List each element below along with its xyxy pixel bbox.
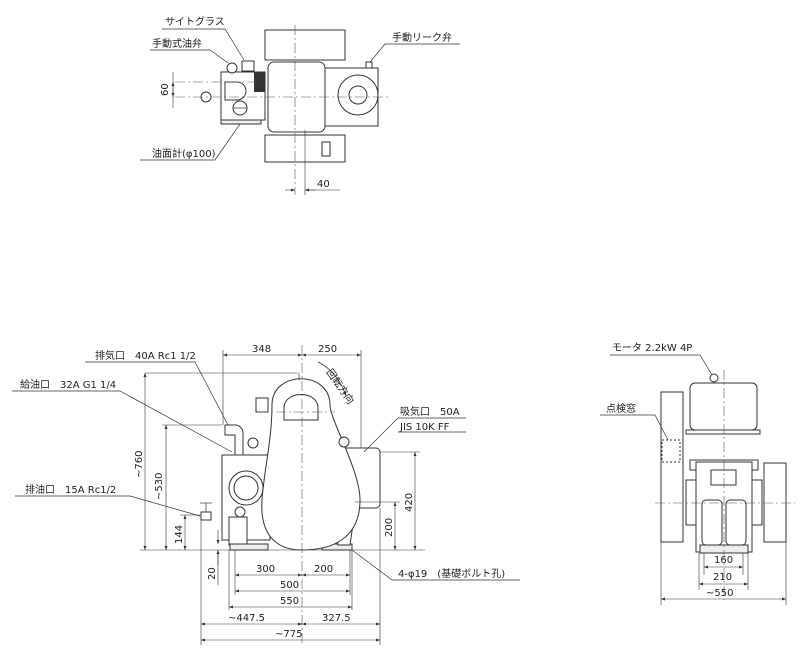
left-base-foot bbox=[229, 543, 269, 551]
label-intake-flange: JIS 10K FF bbox=[399, 422, 450, 433]
dim-200-horizontal: 200 bbox=[314, 564, 333, 575]
dim-300: 300 bbox=[256, 564, 275, 575]
dim-327-5: 327.5 bbox=[322, 613, 351, 624]
dim-530: ~530 bbox=[154, 473, 165, 500]
dim-20: 20 bbox=[207, 567, 218, 580]
dim-200-vertical: 200 bbox=[384, 518, 395, 537]
label-manual-leak-valve: 手動リーク弁 bbox=[392, 31, 452, 44]
dim-210: 210 bbox=[713, 572, 732, 583]
label-oil-fill-port: 給油口 32A G1 1/4 bbox=[20, 378, 116, 391]
motor-side bbox=[689, 382, 758, 431]
dim-160: 160 bbox=[714, 555, 733, 566]
manual-leak-valve-icon bbox=[365, 61, 373, 69]
top-wheel-upper bbox=[264, 29, 346, 61]
side-view: モータ 2.2kW 4P 点検窓 160 210 ~550 bbox=[600, 342, 795, 605]
label-sight-glass: サイトグラス bbox=[165, 15, 225, 28]
dim-60: 60 bbox=[160, 83, 171, 96]
dim-500: 500 bbox=[280, 580, 299, 591]
sight-glass-block bbox=[254, 72, 265, 92]
label-inspection-window: 点検窓 bbox=[606, 402, 636, 415]
label-intake-port: 吸気口 50A bbox=[400, 405, 460, 418]
label-oil-drain-port: 排油口 15A Rc1/2 bbox=[25, 483, 116, 496]
label-exhaust-port: 排気口 40A Rc1 1/2 bbox=[95, 349, 196, 362]
dim-40: 40 bbox=[317, 179, 330, 190]
rotation-arrow-icon bbox=[317, 361, 347, 397]
dim-775: ~775 bbox=[275, 629, 302, 640]
dim-760: ~760 bbox=[134, 451, 145, 478]
inspection-cover bbox=[255, 397, 269, 413]
dim-420: 420 bbox=[404, 493, 415, 512]
dim-144: 144 bbox=[174, 525, 185, 544]
dim-550-side: ~550 bbox=[706, 588, 733, 599]
side-wheel-left bbox=[660, 391, 684, 543]
drain-valve bbox=[200, 511, 212, 521]
top-view: サイトグラス 手動式油弁 手動リーク弁 油面計(φ100) 60 40 bbox=[140, 15, 460, 195]
label-manual-oil-valve: 手動式油弁 bbox=[152, 37, 202, 50]
inspection-window bbox=[661, 439, 681, 463]
label-oil-level-gauge: 油面計(φ100) bbox=[152, 147, 216, 160]
exhaust-elbow bbox=[224, 424, 244, 456]
manual-oil-valve-icon bbox=[226, 62, 238, 74]
pump-casing bbox=[261, 378, 361, 551]
label-motor: モータ 2.2kW 4P bbox=[612, 342, 692, 354]
dim-348: 348 bbox=[252, 344, 271, 355]
dim-550: 550 bbox=[280, 596, 299, 607]
front-view: 回転方向 排気口 40A Rc1 1/2 給油口 32A G1 1/4 吸気口 … bbox=[12, 344, 520, 645]
dim-250: 250 bbox=[318, 344, 337, 355]
side-wheel-right bbox=[763, 462, 787, 543]
dim-447-5: ~447.5 bbox=[228, 613, 265, 624]
label-bolt-holes: 4-φ19 (基礎ボルト孔) bbox=[398, 567, 505, 580]
sight-glass-icon bbox=[241, 60, 255, 72]
